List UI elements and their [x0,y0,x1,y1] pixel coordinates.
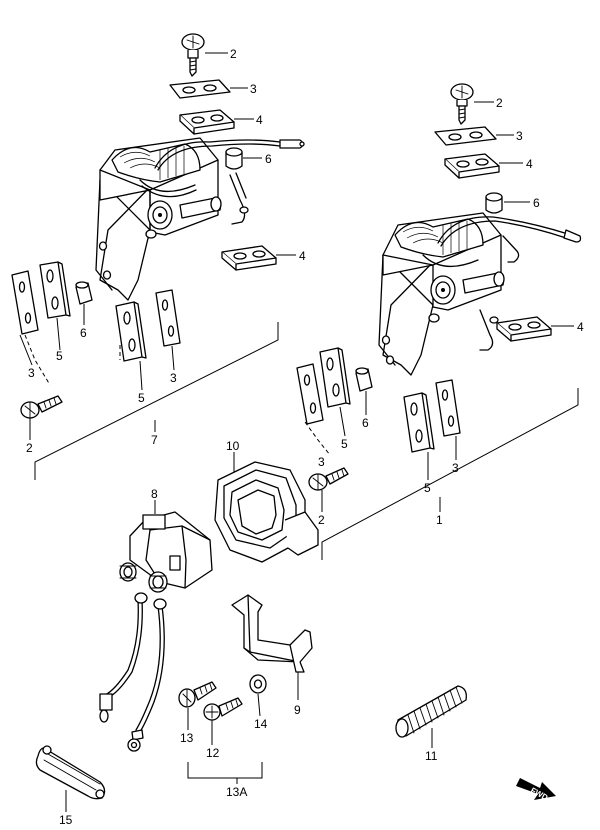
rubber-mount-part-5-mid [115,301,147,362]
bolt-part-2-top-left [181,33,205,77]
bolt-part-2-lower-left [20,395,63,419]
callout-5: 5 [424,481,431,495]
bolt-part-2-top-right [450,83,474,125]
callout-6: 6 [80,326,87,340]
callout-7: 7 [151,433,158,447]
callout-10: 10 [226,439,240,453]
rubber-mount-part-5-left [39,261,71,319]
callout-1: 1 [436,513,443,527]
callout-3: 3 [516,129,523,143]
callout-3: 3 [28,366,35,380]
callout-8: 8 [151,487,158,501]
callout-11: 11 [425,749,438,763]
callout-14: 14 [254,717,268,731]
bolt-part-13 [178,681,217,708]
callout-3: 3 [318,455,325,469]
plate-part-3-top-left [169,79,231,99]
washer-part-14 [249,674,267,694]
collar-part-6-top-left [225,147,243,170]
plate-part-3-mid [155,289,181,347]
collar-part-6-right [355,367,373,392]
callout-2: 2 [230,47,237,61]
rubber-mount-part-4-mid-right [496,316,552,342]
callout-numbers: 2 3 4 6 4 2 3 4 6 4 3 5 6 5 3 2 7 5 6 3 … [26,47,584,827]
plate-part-3-left-outer [11,270,39,335]
callout-6: 6 [362,416,369,430]
callout-5: 5 [138,391,145,405]
starter-solenoid-left [95,137,305,301]
collar-part-6-left [75,281,93,305]
callout-2: 2 [26,441,33,455]
bolt-part-2-lower-right [308,467,349,491]
callout-6: 6 [265,152,272,166]
screw-part-12 [203,697,243,721]
forward-direction-arrow: FWD [516,778,556,802]
callout-4: 4 [526,157,533,171]
protector-tube-part-11 [395,685,467,738]
clip-part-15 [35,745,106,800]
callout-12: 12 [206,746,220,760]
rubber-mount-part-5-right-b [403,392,435,453]
callout-13: 13 [180,731,194,745]
callout-4: 4 [299,249,306,263]
rubber-mount-part-4-top-left [179,109,235,135]
callout-2: 2 [318,513,325,527]
collar-part-6-top-right [485,192,503,214]
callout-4: 4 [577,320,584,334]
callout-5: 5 [56,349,63,363]
rubber-mount-part-4-top-right [444,153,500,179]
callout-4: 4 [256,113,263,127]
rubber-mount-part-4-mid-left [221,245,277,271]
starter-relay-part-8 [99,511,213,752]
bracket-part-9 [231,594,313,673]
callout-3: 3 [250,82,257,96]
plate-part-3-right-outer [296,363,324,425]
rubber-mount-part-5-right-a [319,347,351,408]
callout-3: 3 [452,461,459,475]
callout-13a: 13A [226,785,247,799]
callout-5: 5 [341,437,348,451]
callout-2: 2 [496,96,503,110]
callout-15: 15 [59,813,73,827]
callout-6: 6 [533,196,540,210]
starter-solenoid-right [378,212,582,376]
rubber-boot-part-10 [214,461,319,563]
callout-9: 9 [294,703,301,717]
callout-3: 3 [170,371,177,385]
plate-part-3-right-inner [435,379,461,437]
plate-part-3-top-right [434,126,497,146]
